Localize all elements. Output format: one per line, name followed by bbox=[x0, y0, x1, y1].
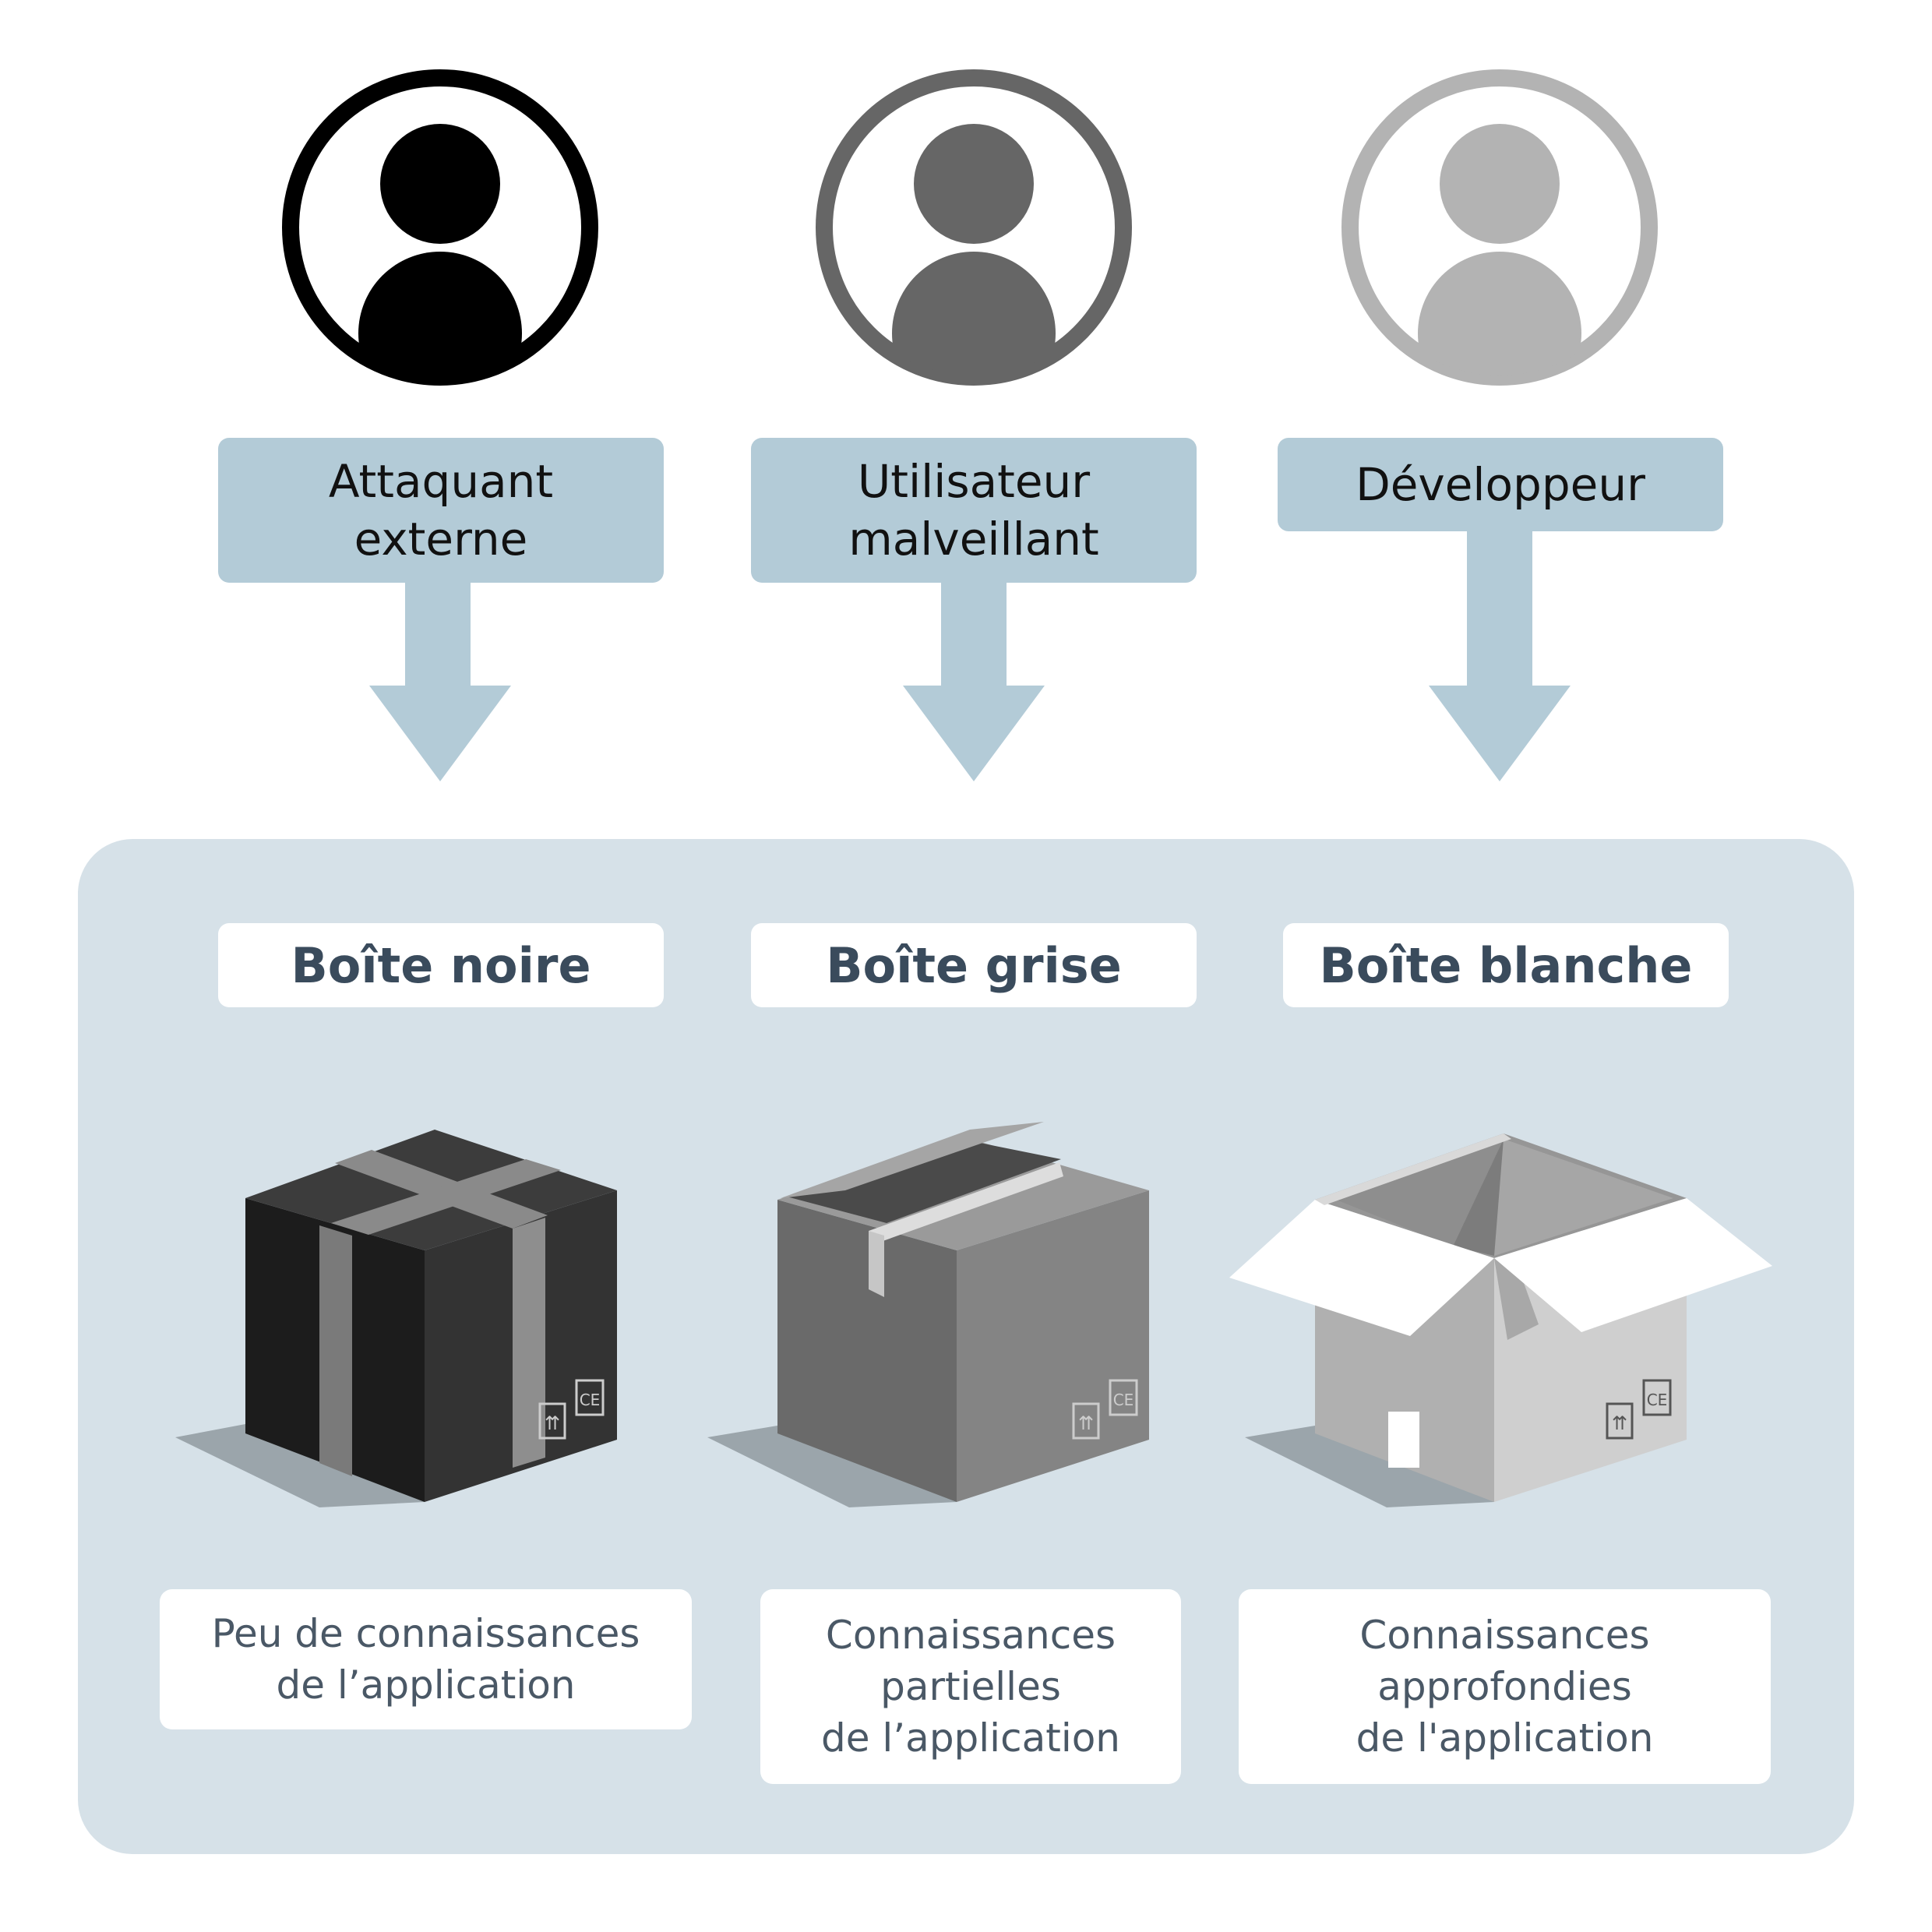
svg-text:⇈: ⇈ bbox=[1612, 1412, 1627, 1434]
actor-icon-external-attacker bbox=[282, 69, 598, 386]
closed-taped-box-icon: ⇈ CE bbox=[175, 1130, 617, 1507]
label-line: Attaquant bbox=[328, 454, 554, 508]
actor-body bbox=[892, 252, 1056, 375]
arrow-down-icon bbox=[903, 580, 1045, 781]
svg-text:CE: CE bbox=[580, 1391, 601, 1409]
description-line: Connaissances bbox=[1359, 1613, 1650, 1658]
box-description-white: Connaissances approfondies de l'applicat… bbox=[1239, 1589, 1771, 1784]
svg-text:CE: CE bbox=[1647, 1391, 1668, 1409]
actor-icon-developer bbox=[1341, 69, 1658, 386]
description-line: Peu de connaissances bbox=[211, 1611, 640, 1656]
actor-ring bbox=[816, 69, 1132, 386]
box-title-gray: Boîte grise bbox=[751, 923, 1197, 1007]
actor-head bbox=[914, 124, 1034, 244]
description-line: de l’application bbox=[821, 1715, 1120, 1761]
description-line: de l'application bbox=[1356, 1715, 1654, 1761]
box-description-gray: Connaissances partielles de l’applicatio… bbox=[760, 1589, 1181, 1784]
label-line: externe bbox=[354, 513, 528, 566]
actor-label-external-attacker: Attaquant externe bbox=[218, 438, 664, 583]
actor-ring bbox=[1341, 69, 1658, 386]
svg-text:CE: CE bbox=[1113, 1391, 1134, 1409]
actor-label-developer: Développeur bbox=[1278, 438, 1723, 531]
box-description-black: Peu de connaissances de l’application bbox=[160, 1589, 692, 1729]
box-title-black: Boîte noire bbox=[218, 923, 664, 1007]
description-line: partielles bbox=[880, 1664, 1061, 1709]
actor-head bbox=[380, 124, 500, 244]
label-line: malveillant bbox=[848, 513, 1099, 566]
description-line: de l’application bbox=[276, 1662, 576, 1708]
label-line: Utilisateur bbox=[857, 454, 1091, 508]
actor-head bbox=[1440, 124, 1560, 244]
description-line: approfondies bbox=[1377, 1664, 1632, 1709]
half-open-box-icon: ⇈ CE bbox=[707, 1122, 1149, 1507]
actor-body bbox=[358, 252, 522, 375]
box-title-white: Boîte blanche bbox=[1283, 923, 1729, 1007]
arrow-down-icon bbox=[1429, 530, 1571, 781]
open-box-icon: ⇈ CE bbox=[1229, 1133, 1772, 1507]
description-line: Connaissances bbox=[825, 1613, 1116, 1658]
arrow-down-icon bbox=[369, 580, 511, 781]
actor-icon-malicious-user bbox=[816, 69, 1132, 386]
label-line: Développeur bbox=[1356, 457, 1645, 511]
actor-body bbox=[1418, 252, 1581, 375]
svg-text:⇈: ⇈ bbox=[1078, 1412, 1094, 1434]
actor-ring bbox=[282, 69, 598, 386]
svg-text:⇈: ⇈ bbox=[545, 1412, 560, 1434]
actor-label-malicious-user: Utilisateur malveillant bbox=[751, 438, 1197, 583]
